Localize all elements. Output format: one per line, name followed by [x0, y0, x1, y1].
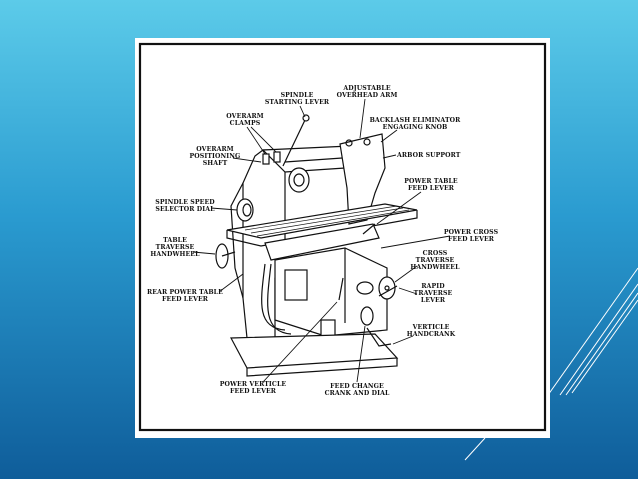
label-vertical-handcrank-1: VERTICLE — [412, 324, 450, 331]
label-table-traverse: TABLE TRAVERSE HANDWHEEL — [150, 237, 216, 258]
vertical-crank — [366, 327, 392, 347]
label-vertical-handcrank: VERTICLE HANDCRANK — [392, 324, 456, 345]
label-vertical-handcrank-2: HANDCRANK — [407, 331, 456, 338]
label-spindle-speed-2: SELECTOR DIAL — [155, 206, 215, 213]
label-table-traverse-2: TRAVERSE — [156, 244, 195, 251]
label-cross-traverse-1: CROSS — [423, 250, 448, 257]
label-feed-change-1: FEED CHANGE — [330, 383, 384, 390]
label-rear-power-1: REAR POWER TABLE — [147, 289, 223, 296]
label-rear-power: REAR POWER TABLE FEED LEVER — [147, 273, 244, 303]
label-backlash-1: BACKLASH ELIMINATOR — [370, 117, 462, 124]
label-overarm-clamps-2: CLAMPS — [230, 120, 261, 127]
milling-machine-diagram: SPINDLE STARTING LEVER ADJUSTABLE OVERHE… — [138, 42, 547, 432]
label-overarm-clamps-1: OVERARM — [226, 113, 263, 120]
label-power-table-feed-1: POWER TABLE — [404, 178, 458, 185]
label-rapid-traverse-1: RAPID — [421, 283, 445, 290]
spindle-lever — [282, 119, 306, 167]
label-rear-power-2: FEED LEVER — [162, 296, 209, 303]
label-power-table-feed: POWER TABLE FEED LEVER — [376, 178, 458, 225]
label-cross-traverse-2: TRAVERSE — [416, 257, 455, 264]
label-spindle-speed: SPINDLE SPEED SELECTOR DIAL — [155, 199, 238, 213]
label-cross-traverse: CROSS TRAVERSE HANDWHEEL — [394, 250, 460, 283]
label-power-vertical: POWER VERTICLE FEED LEVER — [220, 301, 338, 395]
label-overarm-shaft-1: OVERARM — [196, 146, 233, 153]
label-spindle-lever: SPINDLE STARTING LEVER — [265, 92, 330, 118]
label-overarm-clamps: OVERARM CLAMPS — [226, 113, 277, 155]
label-rapid-traverse-3: LEVER — [421, 297, 446, 304]
label-power-cross-1: POWER CROSS — [444, 229, 499, 236]
label-overhead-arm-2: OVERHEAD ARM — [337, 92, 398, 99]
label-table-traverse-3: HANDWHEEL — [150, 251, 200, 258]
label-rapid-traverse-2: TRAVERSE — [414, 290, 453, 297]
spindle-nose — [288, 167, 310, 193]
label-power-vertical-1: POWER VERTICLE — [220, 381, 287, 388]
label-spindle-speed-1: SPINDLE SPEED — [155, 199, 215, 206]
label-cross-traverse-3: HANDWHEEL — [410, 264, 460, 271]
label-power-cross-2: FEED LEVER — [448, 236, 495, 243]
diagram-frame: SPINDLE STARTING LEVER ADJUSTABLE OVERHE… — [135, 38, 550, 438]
base — [230, 333, 399, 369]
milling-machine-drawing — [215, 114, 418, 377]
label-power-vertical-2: FEED LEVER — [230, 388, 277, 395]
label-overarm-shaft: OVERARM POSITIONING SHAFT — [190, 146, 262, 167]
label-overhead-arm-1: ADJUSTABLE — [342, 85, 391, 92]
label-backlash-2: ENGAGING KNOB — [383, 124, 448, 131]
feed-change-dial — [360, 306, 374, 326]
label-power-table-feed-2: FEED LEVER — [408, 185, 455, 192]
label-spindle-lever-2: STARTING LEVER — [265, 99, 330, 106]
label-overarm-shaft-2: POSITIONING — [190, 153, 241, 160]
label-arbor-support-1: ARBOR SUPPORT — [396, 152, 461, 159]
label-spindle-lever-1: SPINDLE — [281, 92, 314, 99]
label-arbor-support: ARBOR SUPPORT — [382, 152, 461, 159]
label-overarm-shaft-3: SHAFT — [203, 160, 228, 167]
label-overhead-arm: ADJUSTABLE OVERHEAD ARM — [337, 85, 398, 139]
inner-border — [138, 42, 547, 432]
label-feed-change: FEED CHANGE CRANK AND DIAL — [325, 325, 390, 397]
label-rapid-traverse: RAPID TRAVERSE LEVER — [398, 283, 453, 304]
label-backlash: BACKLASH ELIMINATOR ENGAGING KNOB — [370, 117, 462, 143]
label-feed-change-2: CRANK AND DIAL — [325, 390, 390, 397]
label-power-cross: POWER CROSS FEED LEVER — [380, 229, 499, 249]
saddle — [264, 223, 380, 261]
label-table-traverse-1: TABLE — [163, 237, 187, 244]
